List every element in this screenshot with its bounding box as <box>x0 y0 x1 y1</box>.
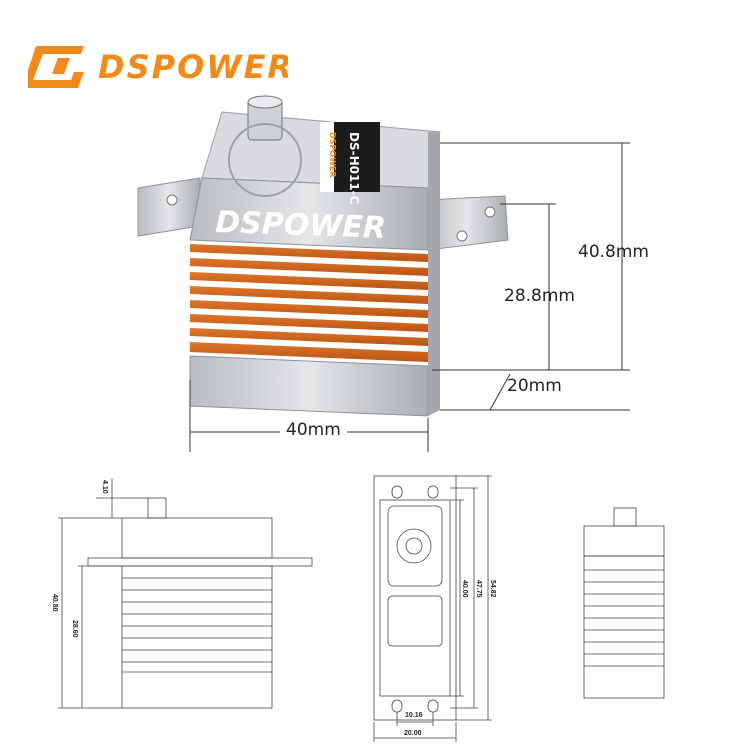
body-logo: DSPOWER <box>215 205 387 246</box>
dim-side-body-height: 28.60 <box>71 620 78 638</box>
dim-top-mount-length: 47.75 <box>475 580 482 598</box>
technical-drawings <box>58 475 665 742</box>
dim-body-height: 28.8mm <box>504 286 575 306</box>
label-model: DS-H011-C <box>347 132 361 205</box>
dspower-logo: DSPOWER <box>28 46 288 88</box>
dim-total-height: 40.8mm <box>578 242 649 262</box>
dim-depth: 20mm <box>507 376 562 396</box>
dim-top-total-length: 54.82 <box>489 580 496 598</box>
dim-hole-spacing: 10.16 <box>405 712 423 719</box>
dim-side-total-height: 40.80 <box>51 594 58 612</box>
dim-spline-height: 4.10 <box>101 480 108 494</box>
logo-text: DSPOWER <box>98 48 288 86</box>
dim-top-width: 20.00 <box>404 730 422 737</box>
dim-length: 40mm <box>280 420 347 440</box>
label-brand: DSPOWER <box>328 132 337 178</box>
dim-top-inner-length: 40.00 <box>461 580 468 598</box>
